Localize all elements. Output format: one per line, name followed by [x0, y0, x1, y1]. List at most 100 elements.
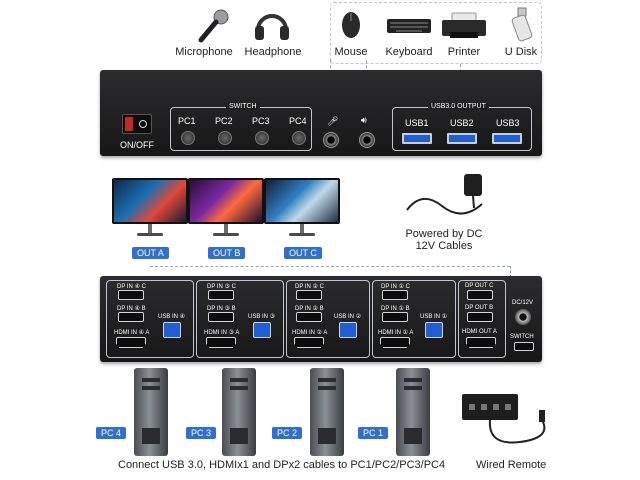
out-b-badge: OUT B	[208, 247, 246, 259]
usb-output-title: USB3.0 OUTPUT	[428, 103, 489, 110]
pc4-dp-c-label: DP IN ④ C	[117, 284, 146, 290]
pc4-dp-b-label: DP IN ④ B	[117, 306, 146, 312]
udisk-label: U Disk	[504, 46, 538, 58]
pc1-hdmi-label: HDMI IN ① A	[378, 330, 414, 336]
switch-button-pc4[interactable]	[292, 131, 306, 145]
pc1-badge: PC 1	[358, 427, 389, 439]
switch-group-title: SWITCH	[226, 103, 260, 110]
pc1-usb-port[interactable]	[425, 322, 443, 338]
remote-switch-label: SWITCH	[510, 334, 534, 340]
power-switch[interactable]	[122, 114, 152, 134]
switch-button-group	[170, 107, 312, 151]
pc3-input-group	[196, 280, 284, 358]
pc4-hdmi-label: HDMI IN ④ A	[114, 330, 150, 336]
pc2-dp-c-label: DP IN ② C	[295, 284, 324, 290]
monitor-connector-line	[150, 266, 510, 267]
keyboard-label: Keyboard	[385, 46, 433, 58]
monitor-foot-a	[137, 233, 163, 236]
power-adapter-icon	[402, 170, 492, 226]
switch-button-pc3[interactable]	[255, 131, 269, 145]
microphone-label: Microphone	[175, 46, 233, 58]
pc1-dp-b-port[interactable]	[382, 312, 408, 322]
pc3-dp-c-port[interactable]	[208, 290, 234, 300]
usb-drive-icon	[510, 6, 534, 42]
pc4-dp-c-port[interactable]	[118, 290, 144, 300]
out-a-badge: OUT A	[132, 247, 169, 259]
switch-label-pc4: PC4	[289, 116, 307, 126]
pc1-hdmi-port[interactable]	[380, 337, 410, 348]
usb-output-port-3[interactable]	[492, 133, 522, 144]
pc3-dp-b-label: DP IN ③ B	[207, 306, 236, 312]
connection-caption: Connect USB 3.0, HDMIx1 and DPx2 cables …	[118, 459, 446, 471]
switch-button-pc1[interactable]	[181, 131, 195, 145]
power-switch-label: ON/OFF	[120, 140, 154, 150]
monitor-stand-a	[148, 224, 152, 234]
pc4-tower	[134, 368, 168, 456]
headphone-label: Headphone	[244, 46, 302, 58]
pc2-usb-label: USB IN ②	[334, 314, 362, 320]
microphone-jack[interactable]	[323, 132, 339, 148]
usb-peripherals-frame	[330, 2, 542, 64]
pc2-input-group	[286, 280, 370, 358]
pc2-hdmi-port[interactable]	[294, 337, 324, 348]
pc3-dp-b-port[interactable]	[208, 312, 234, 322]
remote-switch-port[interactable]	[514, 342, 534, 351]
pc2-tower	[310, 368, 344, 456]
pc4-usb-port[interactable]	[163, 322, 181, 338]
pc1-tower	[396, 368, 430, 456]
pc2-usb-port[interactable]	[339, 322, 357, 338]
pc3-usb-port[interactable]	[253, 322, 271, 338]
switch-label-pc2: PC2	[215, 116, 233, 126]
printer-icon	[440, 12, 488, 40]
pc4-hdmi-port[interactable]	[116, 337, 146, 348]
pc3-dp-c-label: DP IN ③ C	[207, 284, 236, 290]
pc4-dp-b-port[interactable]	[118, 312, 144, 322]
printer-label: Printer	[447, 46, 481, 58]
usb-output-port-1[interactable]	[402, 133, 432, 144]
pc3-usb-label: USB IN ③	[248, 314, 276, 320]
pc2-hdmi-label: HDMI IN ② A	[292, 330, 328, 336]
monitor-screen-b	[188, 178, 264, 224]
wired-remote-label: Wired Remote	[476, 459, 547, 471]
mouse-icon	[340, 10, 362, 40]
mouse-label: Mouse	[334, 46, 368, 58]
pc4-usb-label: USB IN ④	[158, 314, 186, 320]
headphone-icon	[252, 4, 292, 44]
pc1-dp-c-port[interactable]	[382, 290, 408, 300]
monitor-foot-b	[213, 233, 239, 236]
dc-in-label: DC/12V	[512, 300, 534, 306]
monitor-drop-line	[510, 266, 511, 278]
pc3-tower	[222, 368, 256, 456]
pc2-badge: PC 2	[272, 427, 303, 439]
switch-button-pc2[interactable]	[218, 131, 232, 145]
monitor-foot-c	[289, 233, 315, 236]
monitor-screen-a	[112, 178, 188, 224]
dp-out-b-port[interactable]	[467, 312, 493, 322]
microphone-icon	[193, 8, 233, 44]
hdmi-out-label: HDMI OUT A	[462, 329, 497, 335]
pc3-hdmi-label: HDMI IN ③ A	[204, 330, 240, 336]
pc2-dp-c-port[interactable]	[296, 290, 322, 300]
out-c-badge: OUT C	[284, 247, 322, 259]
pc1-dp-c-label: DP IN ① C	[381, 284, 410, 290]
usb-port-label-2: USB2	[450, 118, 474, 128]
pc2-dp-b-label: DP IN ② B	[295, 306, 324, 312]
monitor-stand-b	[224, 224, 228, 234]
switch-label-pc1: PC1	[178, 116, 196, 126]
dc-in-port[interactable]	[515, 309, 531, 325]
power-caption: Powered by DC 12V Cables	[405, 228, 483, 252]
pc3-hdmi-port[interactable]	[206, 337, 236, 348]
output-group	[458, 280, 506, 358]
usb-output-port-2[interactable]	[447, 133, 477, 144]
dp-out-b-label: DP OUT B	[465, 305, 494, 311]
headphone-jack[interactable]	[359, 132, 375, 148]
hdmi-out-port[interactable]	[466, 337, 496, 348]
pc2-dp-b-port[interactable]	[296, 312, 322, 322]
dp-out-c-port[interactable]	[467, 290, 493, 300]
pc4-badge: PC 4	[96, 427, 127, 439]
wired-remote-icon	[460, 390, 550, 450]
usb-port-label-1: USB1	[405, 118, 429, 128]
pc1-dp-b-label: DP IN ① B	[381, 306, 410, 312]
speaker-jack-icon: 🔊︎	[361, 115, 367, 125]
usb-output-group	[392, 107, 532, 151]
